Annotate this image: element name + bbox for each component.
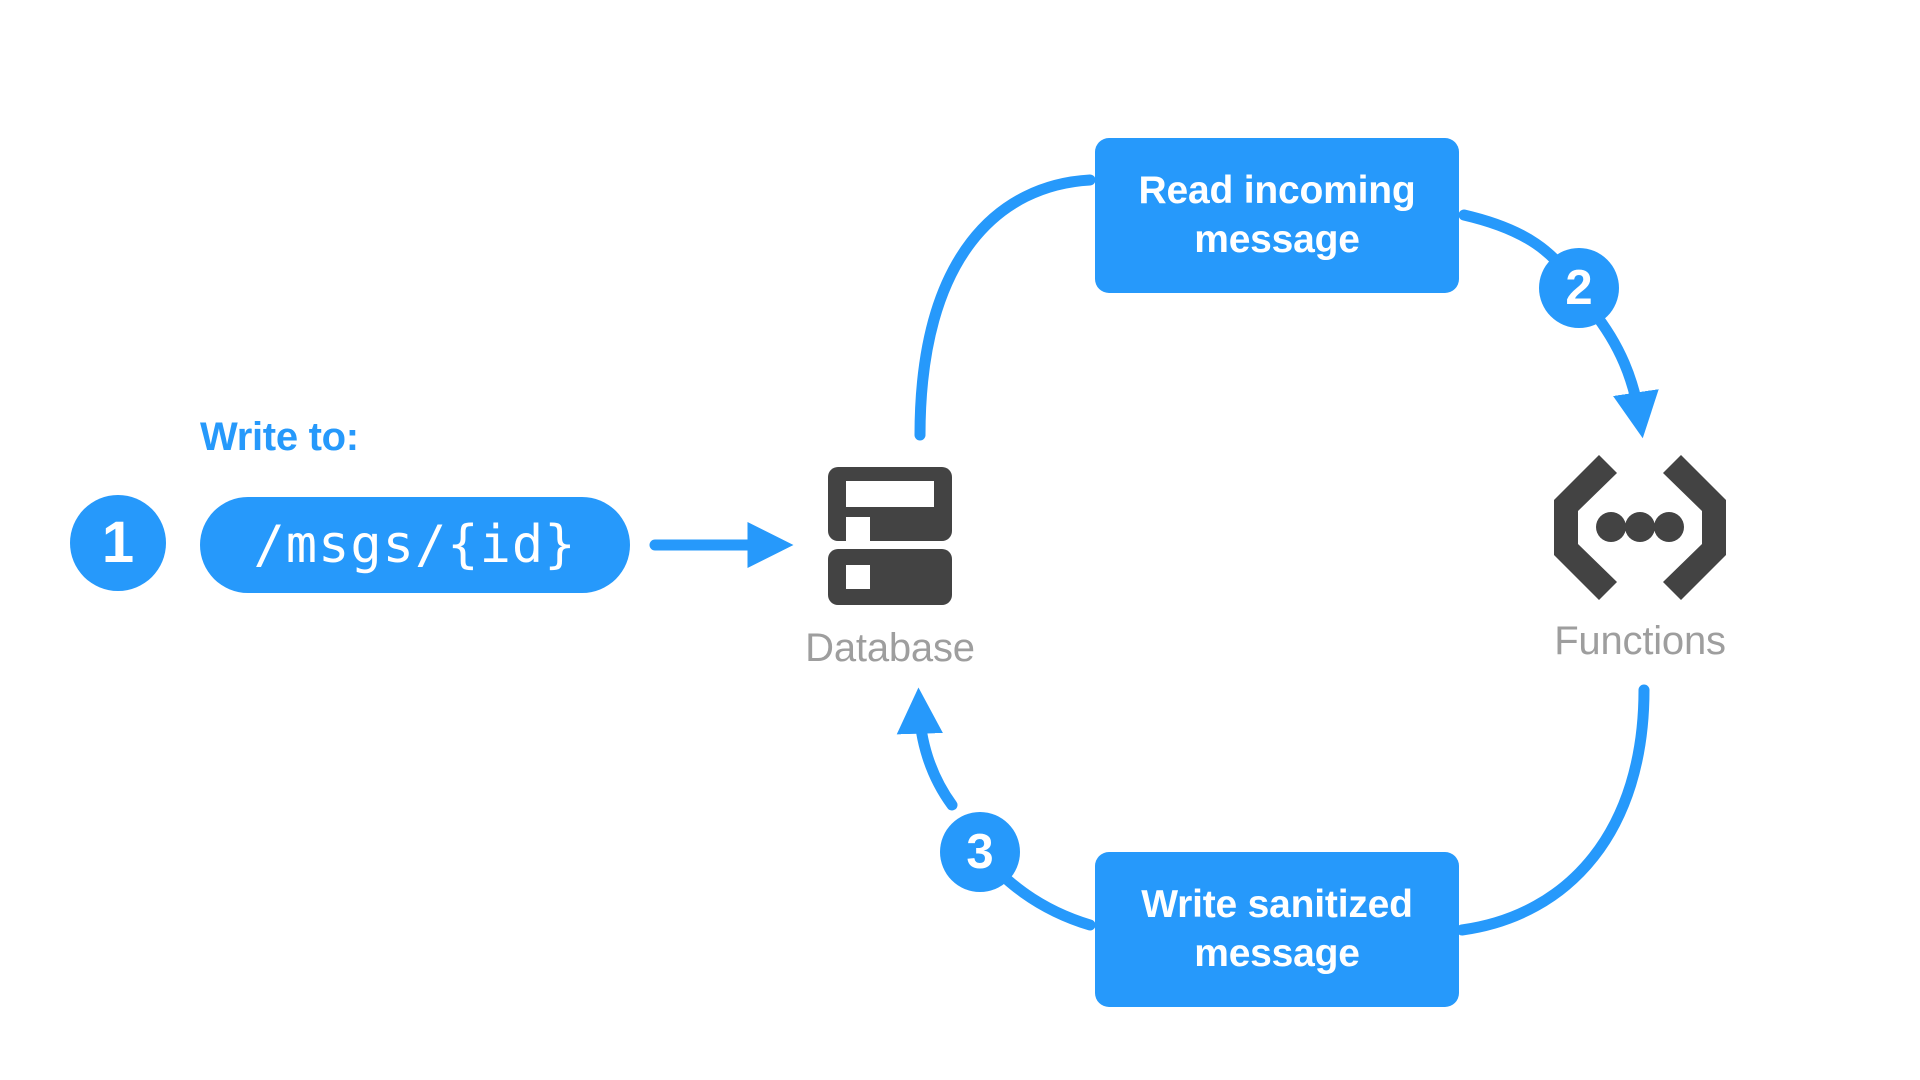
step-badge-2: 2 (1539, 248, 1619, 328)
node-functions-label: Functions (1554, 619, 1726, 663)
connector-functions-to-write-sanitized (1456, 684, 1650, 936)
step-badge-3-number: 3 (966, 824, 994, 879)
functions-brackets-icon (1552, 455, 1728, 605)
node-database[interactable]: Database (780, 465, 1000, 671)
box-read-incoming-message[interactable]: Read incoming message (1095, 138, 1459, 293)
connector-read-incoming-to-functions-tail (1586, 304, 1659, 439)
connector-database-to-read-incoming (914, 174, 1096, 441)
database-path-value: /msgs/{id} (253, 515, 577, 575)
write-to-label: Write to: (200, 415, 359, 459)
step-badge-1: 1 (70, 495, 166, 591)
node-database-label: Database (805, 626, 975, 670)
connector-write-sanitized-to-database-tail (896, 687, 958, 811)
node-functions[interactable]: Functions (1520, 455, 1760, 664)
box-read-incoming-message-label: Read incoming message (1138, 168, 1416, 261)
step-badge-1-number: 1 (101, 510, 135, 575)
box-write-sanitized-message-label: Write sanitized message (1141, 882, 1413, 975)
step-badge-2-number: 2 (1565, 260, 1593, 315)
database-icon (824, 465, 956, 612)
step-badge-3: 3 (940, 812, 1020, 892)
database-path-pill[interactable]: /msgs/{id} (200, 497, 630, 593)
box-write-sanitized-message[interactable]: Write sanitized message (1095, 852, 1459, 1007)
